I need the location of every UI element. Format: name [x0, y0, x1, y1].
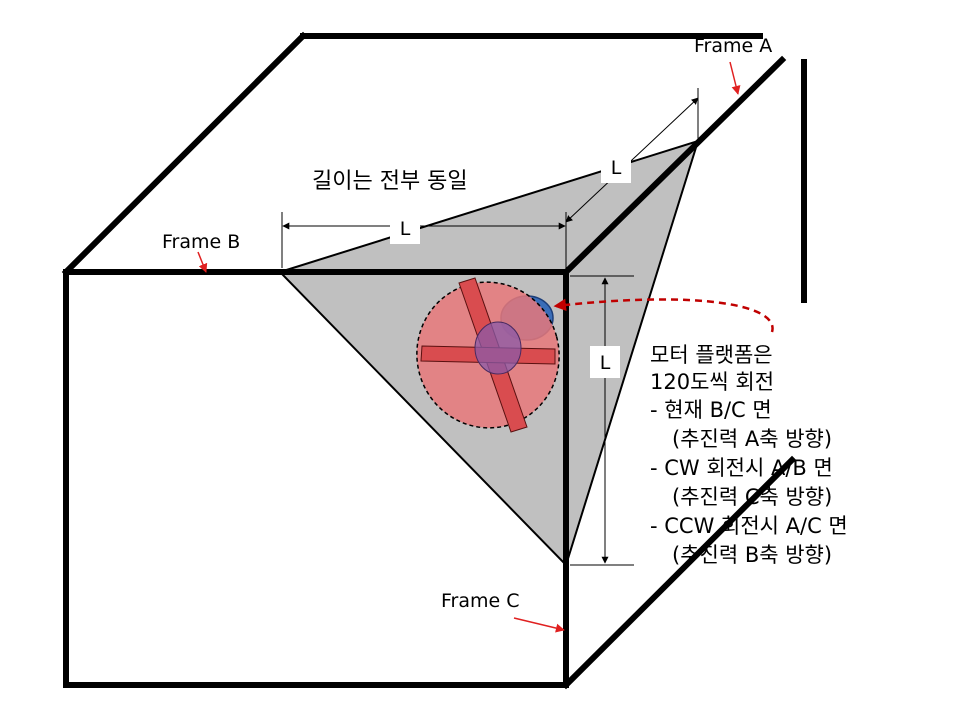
top-right-edge [561, 55, 787, 277]
dimension-lines [281, 88, 699, 566]
note-line: - 현재 B/C 면 [650, 398, 772, 422]
note-line: 120도씩 회전 [650, 370, 774, 394]
svg-text:L: L [400, 218, 411, 240]
note-line: 모터 플랫폼은 [650, 343, 773, 367]
note-line: - CW 회전시 A/B 면 [650, 456, 833, 480]
svg-text:L: L [611, 157, 622, 179]
motor-hub-icon [474, 321, 522, 375]
note-line: (추진력 B축 방향) [672, 543, 832, 567]
frame-b-pointer [197, 251, 208, 273]
frame-a-label: Frame A [694, 35, 772, 57]
top-left-edge [61, 31, 308, 277]
frame-c-pointer [513, 617, 565, 633]
dimension-label-vertical: L [590, 346, 620, 378]
frame-c-label: Frame C [441, 590, 520, 612]
note-line: (추진력 C축 방향) [672, 485, 832, 509]
dimension-label-top: L [390, 212, 420, 244]
bottom-right-edge [561, 455, 797, 690]
dimension-label-diagonal: L [601, 151, 631, 183]
rotation-pointer-arrow [553, 298, 774, 333]
frame-b-label: Frame B [162, 231, 240, 253]
rotation-notes: 모터 플랫폼은 120도씩 회전 - 현재 B/C 면 (추진력 A축 방향) … [650, 343, 848, 567]
svg-text:L: L [600, 352, 611, 374]
note-line: (추진력 A축 방향) [672, 427, 832, 451]
length-note: 길이는 전부 동일 [312, 169, 468, 194]
front-face [63, 269, 569, 688]
note-line: - CCW 회전시 A/C 면 [650, 514, 848, 538]
frame-a-pointer [729, 61, 741, 95]
motor-platform [416, 277, 560, 433]
